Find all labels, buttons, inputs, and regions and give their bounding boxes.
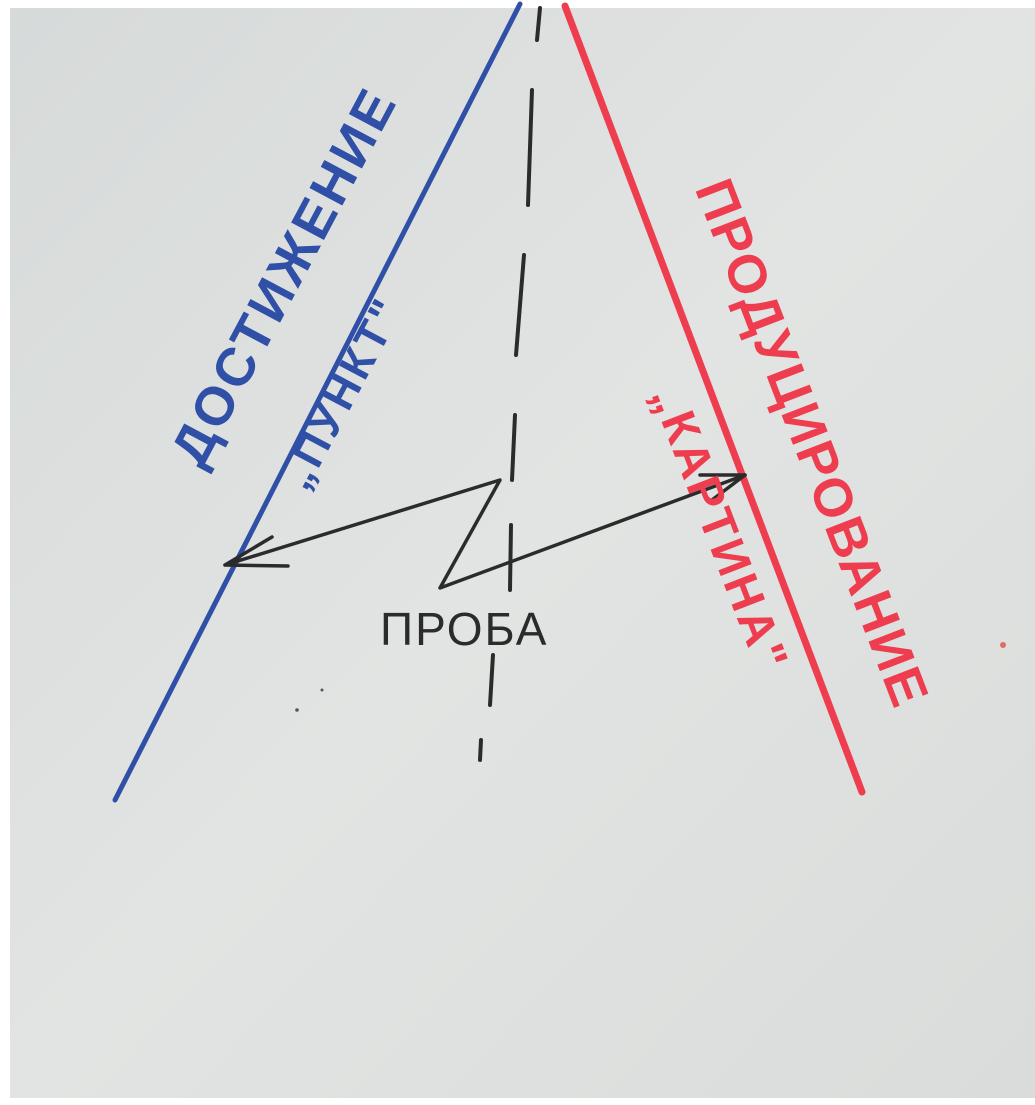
center-dashed-axis: [478, 6, 542, 762]
paper-sheet: [10, 8, 1035, 1098]
proba-arrows: [223, 473, 747, 590]
right-arrowhead: [698, 473, 747, 502]
right-red-line: [561, 2, 866, 796]
paper-speck: [1000, 642, 1006, 648]
paper-speck: [320, 688, 324, 692]
left-blue-line: [112, 1, 523, 803]
left-arrowhead: [223, 535, 290, 568]
center-proba-label: ПРОБА: [380, 603, 548, 655]
paper-speck: [295, 708, 299, 712]
